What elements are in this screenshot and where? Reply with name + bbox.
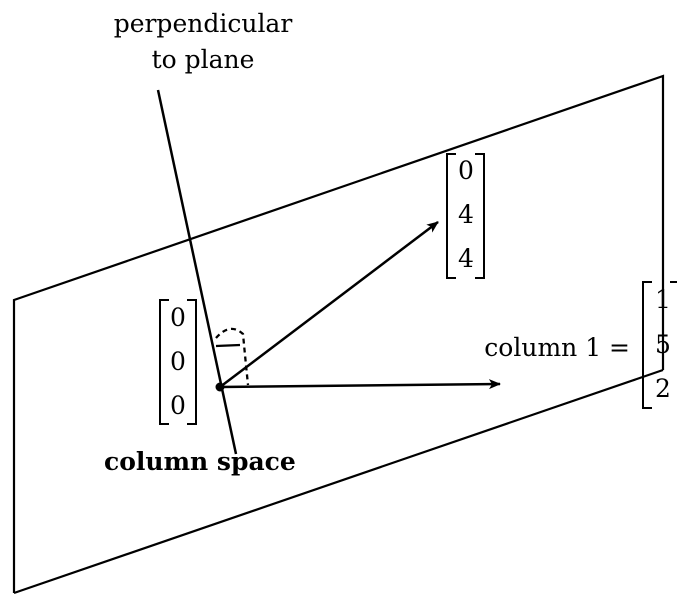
vector-044-arrow — [219, 221, 439, 388]
perpendicular-label-line2: to plane — [152, 45, 255, 74]
perpendicular-label-line1: perpendicular — [114, 9, 293, 38]
origin-point — [215, 382, 225, 392]
vector-044-entry: 4 — [458, 244, 474, 273]
right-bracket — [475, 153, 485, 279]
perpendicular-line — [156, 89, 238, 455]
origin-entry: 0 — [170, 303, 186, 332]
column-space-label: column space — [104, 447, 296, 476]
origin-entry: 0 — [170, 391, 186, 420]
origin-entry: 0 — [170, 347, 186, 376]
right-angle-marker-solid — [215, 343, 241, 348]
column1-matrix: 1 5 2 — [642, 281, 677, 409]
column1-label: column 1 = — [484, 333, 630, 362]
right-bracket — [187, 299, 197, 425]
plane-outline — [12, 74, 665, 593]
origin-vector-matrix: 0 0 0 — [159, 299, 197, 425]
column1-entry: 5 — [655, 330, 671, 359]
column1-entry: 1 — [655, 285, 671, 314]
vector-044-entry: 0 — [458, 156, 474, 185]
vector-044-entry: 4 — [458, 200, 474, 229]
right-angle-marker-dashed — [215, 327, 250, 386]
column1-arrow — [219, 379, 501, 390]
left-bracket — [159, 299, 169, 425]
left-bracket — [446, 153, 456, 279]
left-bracket — [642, 281, 652, 409]
column1-entry: 2 — [655, 374, 671, 403]
plane-bottom-edge — [13, 368, 664, 595]
vector-044-matrix: 0 4 4 — [446, 153, 485, 279]
